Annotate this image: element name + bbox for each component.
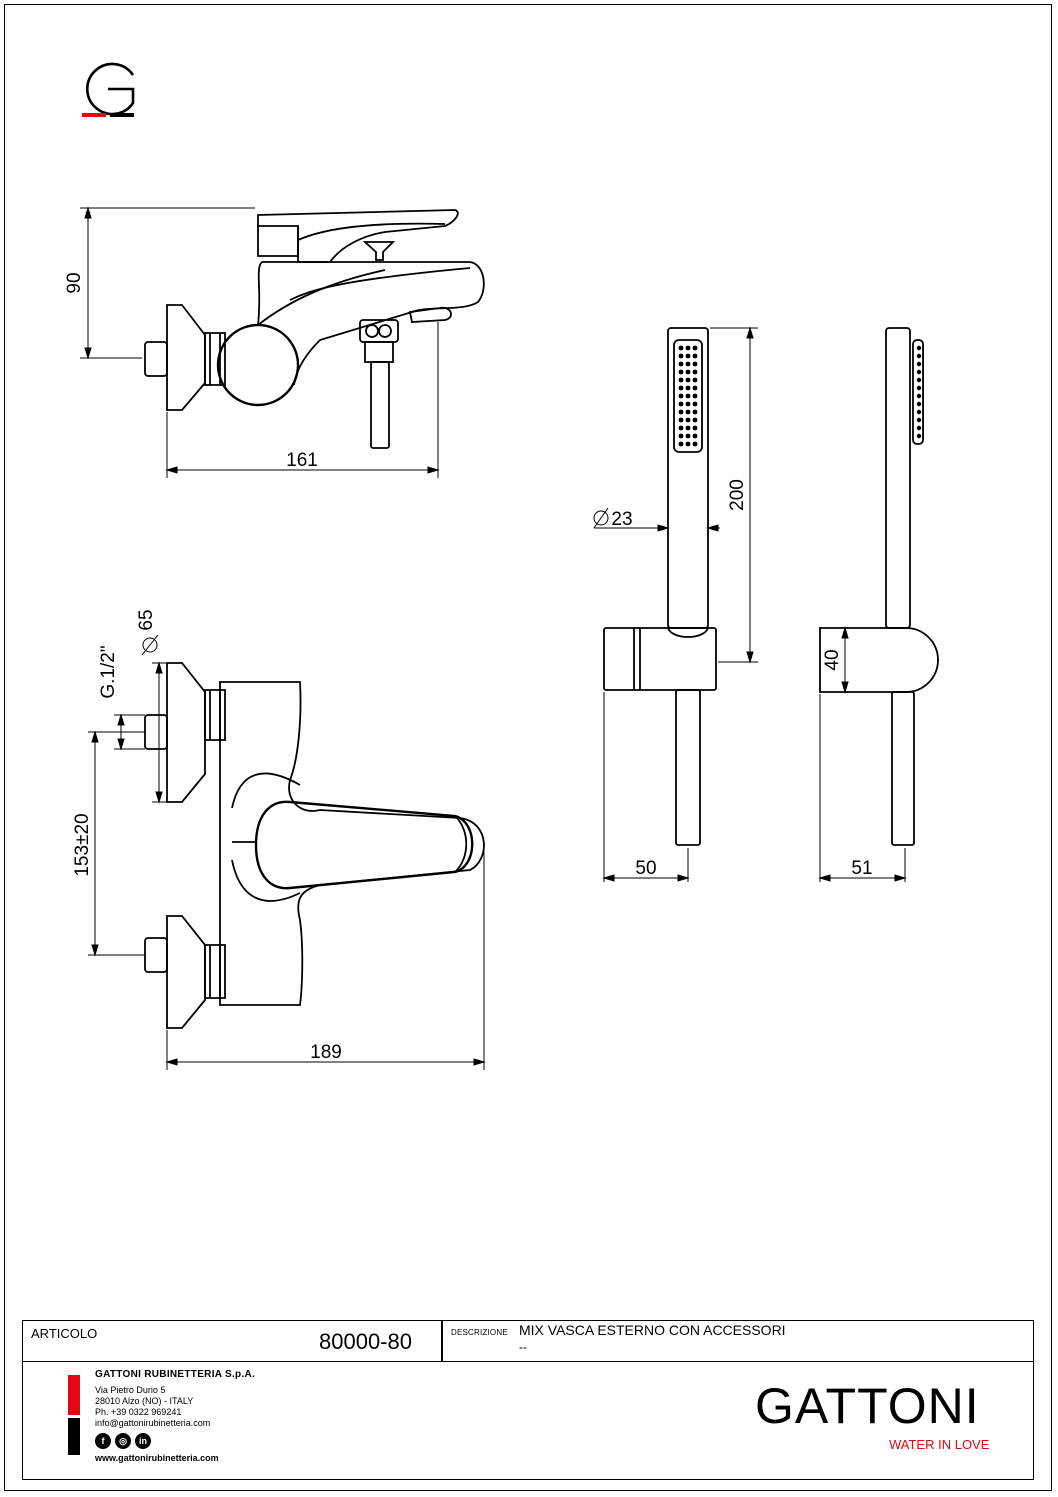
red-bar — [68, 1375, 80, 1415]
dimension-lines-hand — [593, 326, 758, 882]
dim-width-161: 161 — [286, 450, 318, 471]
dim-length-200: 200 — [727, 479, 748, 511]
g-logo-icon — [82, 62, 135, 117]
dim-height-90: 90 — [64, 272, 85, 293]
description-line2: -- — [519, 1340, 527, 1354]
article-code: 80000-80 — [319, 1329, 412, 1354]
linkedin-icon[interactable]: in — [135, 1433, 151, 1449]
dim-width-51: 51 — [851, 858, 872, 879]
title-block: ARTICOLO 80000-80 DESCRIZIONE MIX VASCA … — [22, 1320, 1034, 1480]
brand-tagline: WATER IN LOVE — [889, 1437, 990, 1452]
facebook-icon[interactable]: f — [95, 1433, 111, 1449]
dim-diameter-23: 23 — [611, 509, 632, 530]
drawing-frame — [4, 4, 1052, 1491]
dimension-lines-front — [88, 634, 486, 1070]
spray-nozzles — [678, 345, 698, 447]
dim-width-50: 50 — [635, 858, 656, 879]
hand-shower-side — [819, 327, 939, 846]
dimension-lines-top — [80, 206, 440, 478]
address-line-2: 28010 Alzo (NO) - ITALY — [95, 1396, 194, 1406]
dim-center-distance: 153±20 — [72, 813, 93, 876]
title-block-header-row: ARTICOLO 80000-80 DESCRIZIONE MIX VASCA … — [23, 1321, 1033, 1362]
instagram-icon[interactable]: ◎ — [115, 1433, 131, 1449]
social-icons: f ◎ in — [95, 1433, 151, 1449]
hand-shower-front — [603, 327, 717, 846]
email-address[interactable]: info@gattonirubinetteria.com — [95, 1418, 211, 1428]
dim-diameter-65: 65 — [136, 609, 157, 630]
mixer-front-view — [144, 662, 485, 1029]
dim-thread: G.1/2" — [98, 645, 119, 698]
header-divider — [441, 1321, 443, 1361]
mixer-side-view — [144, 209, 485, 449]
brand-wordmark: GATTONI — [755, 1378, 980, 1434]
dim-height-40: 40 — [822, 649, 843, 670]
company-name: GATTONI RUBINETTERIA S.p.A. — [95, 1369, 256, 1380]
description-text: MIX VASCA ESTERNO CON ACCESSORI — [519, 1322, 786, 1338]
phone-number: Ph. +39 0322 969241 — [95, 1407, 182, 1417]
dim-width-189: 189 — [310, 1042, 342, 1063]
article-label: ARTICOLO — [31, 1326, 98, 1341]
brand-bars — [68, 1375, 80, 1455]
address-line-1: Via Pietro Durio 5 — [95, 1385, 166, 1395]
dimension-lines-side — [818, 626, 907, 882]
description-label: DESCRIZIONE — [451, 1328, 508, 1337]
website-link[interactable]: www.gattonirubinetteria.com — [95, 1453, 219, 1463]
black-bar — [68, 1418, 80, 1455]
